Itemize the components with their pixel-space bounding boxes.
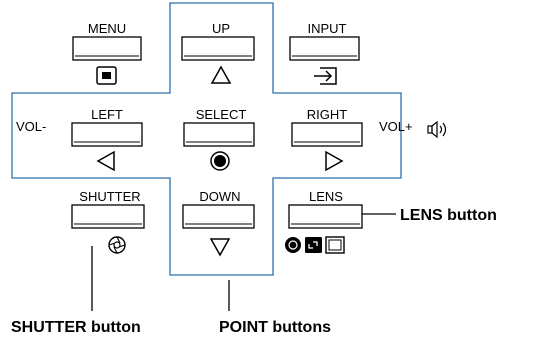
triangle-up-icon bbox=[210, 65, 232, 84]
left-label: LEFT bbox=[91, 107, 123, 122]
point-buttons-outline bbox=[11, 2, 402, 276]
vol-minus-label: VOL- bbox=[16, 119, 46, 134]
right-label: RIGHT bbox=[307, 107, 348, 122]
shutter-label: SHUTTER bbox=[79, 189, 140, 204]
menu-label: MENU bbox=[88, 21, 126, 36]
up-button[interactable]: UP bbox=[181, 21, 255, 61]
input-arrow-icon bbox=[314, 67, 337, 85]
lens-button-callout: LENS button bbox=[400, 207, 497, 224]
input-button[interactable]: INPUT bbox=[289, 21, 360, 61]
right-button[interactable]: RIGHT bbox=[291, 107, 363, 147]
shutter-aperture-icon bbox=[108, 236, 126, 254]
triangle-down-icon bbox=[209, 238, 231, 257]
up-label: UP bbox=[212, 21, 230, 36]
lens-label: LENS bbox=[309, 189, 343, 204]
filled-circle-icon bbox=[210, 151, 230, 171]
screen-icon bbox=[325, 236, 345, 254]
down-button[interactable]: DOWN bbox=[182, 189, 255, 229]
left-button[interactable]: LEFT bbox=[71, 107, 143, 147]
lens-button[interactable]: LENS bbox=[288, 189, 363, 229]
triangle-right-icon bbox=[325, 150, 344, 172]
vol-plus-label: VOL+ bbox=[379, 119, 413, 134]
speaker-icon bbox=[427, 120, 447, 139]
triangle-left-icon bbox=[96, 150, 115, 172]
zoom-icon bbox=[305, 237, 322, 253]
shutter-button-callout: SHUTTER button bbox=[11, 319, 141, 336]
input-label: INPUT bbox=[308, 21, 347, 36]
menu-square-icon bbox=[96, 66, 117, 85]
select-button[interactable]: SELECT bbox=[183, 107, 255, 147]
menu-button[interactable]: MENU bbox=[72, 21, 142, 61]
point-buttons-callout: POINT buttons bbox=[219, 319, 331, 336]
down-label: DOWN bbox=[199, 189, 240, 204]
focus-icon bbox=[285, 237, 301, 253]
shutter-button[interactable]: SHUTTER bbox=[71, 189, 145, 229]
select-label: SELECT bbox=[196, 107, 247, 122]
